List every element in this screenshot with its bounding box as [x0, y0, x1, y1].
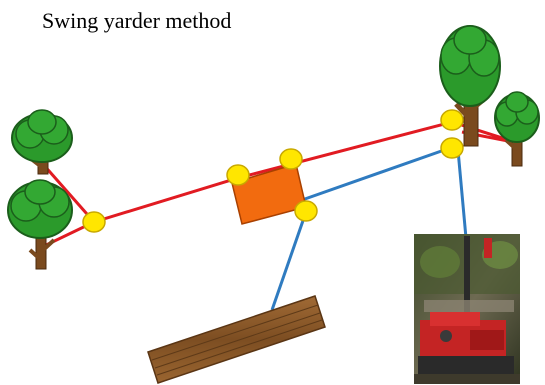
pulley-icon	[82, 109, 464, 233]
pulley-carriage-bottom	[294, 200, 318, 222]
pulley-left-anchor	[82, 211, 106, 233]
tree-icon	[439, 25, 501, 147]
page-title: Swing yarder method	[42, 8, 232, 33]
tree-icon	[494, 91, 540, 167]
tree-icon	[7, 179, 73, 270]
pulley-carriage-left	[226, 164, 250, 186]
pulley-right-bottom	[440, 137, 464, 159]
anchor-rope-left	[40, 162, 96, 223]
pulley-right-top	[440, 109, 464, 131]
haul-rope-to-yarder	[456, 149, 468, 239]
haul-rope	[270, 146, 468, 311]
swing-yarder-machine-photo	[414, 234, 520, 384]
haul-rope-to-log	[270, 211, 308, 311]
pulley-carriage-right	[279, 148, 303, 170]
tree-icon	[11, 109, 73, 175]
log-icon	[147, 295, 326, 384]
haul-rope-carriage-to-pulley	[301, 146, 451, 202]
